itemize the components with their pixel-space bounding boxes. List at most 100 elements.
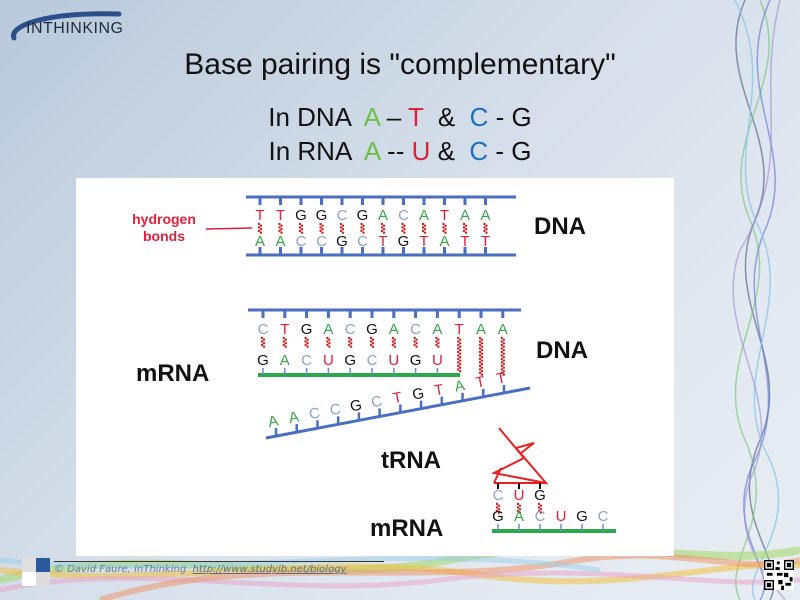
base-c: C xyxy=(308,404,322,423)
hydrogen-bond-dot xyxy=(459,370,462,373)
hydrogen-bond-dot xyxy=(403,228,406,231)
hydrogen-bond-dot xyxy=(280,228,283,231)
hydrogen-bond-dot xyxy=(500,361,503,364)
hydrogen-bond-dot xyxy=(495,506,499,509)
hydrogen-bond-dot xyxy=(278,229,281,233)
hydrogen-bond-dot xyxy=(360,229,363,233)
hydrogen-bond-dot xyxy=(401,222,404,226)
hydrogen-bond-dot xyxy=(457,340,460,343)
hydrogen-bond-dot xyxy=(462,226,466,229)
hydrogen-bond-dot xyxy=(413,340,416,343)
base-a: A xyxy=(323,321,333,338)
base-g: G xyxy=(336,233,348,250)
hydrogen-bond-dot xyxy=(362,231,365,234)
base-a: A xyxy=(514,508,524,525)
footer-link[interactable]: http://www.studyib.net/biology xyxy=(192,564,347,575)
hydrogen-bond-dot xyxy=(280,224,283,227)
hydrogen-bond-dot xyxy=(442,226,445,229)
base-c: C xyxy=(301,352,312,369)
qr-code-icon[interactable] xyxy=(764,560,794,590)
hydrogen-bond-dot xyxy=(480,359,484,362)
hydrogen-bond-dot xyxy=(421,222,425,226)
hydrogen-bond-dot xyxy=(539,511,543,514)
hydrogen-bond-dot xyxy=(478,336,482,340)
base-c: C xyxy=(493,487,504,504)
rule-sep: – xyxy=(379,102,408,132)
hydrogen-bond-dot xyxy=(371,338,375,341)
hydrogen-bond-dot xyxy=(462,229,466,233)
hydrogen-bond-dot xyxy=(480,338,484,341)
hydrogen-bond-dot xyxy=(457,336,460,340)
hydrogen-bond-dot xyxy=(393,338,396,341)
hydrogen-bond-dot xyxy=(393,342,396,345)
hydrogen-bond-dot xyxy=(478,371,482,375)
hydrogen-bond-dot xyxy=(413,343,416,347)
hydrogen-bond-dot xyxy=(478,347,482,350)
base-u: U xyxy=(432,352,443,369)
base-g: G xyxy=(295,207,307,224)
hydrogen-bond-dot xyxy=(339,226,343,229)
hydrogen-bond-dot xyxy=(495,509,499,513)
base-a: A xyxy=(498,321,508,338)
hydrogen-bond-dot xyxy=(485,231,488,234)
hydrogen-bond-dot xyxy=(341,224,345,227)
hydrogen-bond-dot xyxy=(280,231,283,234)
hydrogen-bond-dot xyxy=(319,222,322,226)
hydrogen-bond-dot xyxy=(537,506,541,509)
hydrogen-bond-dot xyxy=(348,340,351,343)
base-c: C xyxy=(410,321,421,338)
hydrogen-bond-dot xyxy=(423,228,427,231)
hydrogen-bond-dot xyxy=(339,222,343,226)
hydrogen-bond-dot xyxy=(459,338,462,341)
hydrogen-bond-dot xyxy=(444,228,447,231)
hydrogen-bond-dot xyxy=(423,224,427,227)
coding-backbone xyxy=(265,386,531,440)
hydrogen-bond-dot xyxy=(483,226,486,229)
hydrogen-bond-dot xyxy=(262,342,266,345)
hydrogen-bond-dot xyxy=(260,340,264,343)
hydrogen-bond-dot xyxy=(300,231,304,234)
hydrogen-bond-dot xyxy=(401,229,404,233)
hydrogen-bond-dot xyxy=(457,368,460,371)
hydrogen-bond-dot xyxy=(421,229,425,233)
hydrogen-bond-dot xyxy=(401,226,404,229)
hydrogen-bond-dot xyxy=(500,340,503,343)
hydrogen-bond-dot xyxy=(539,508,543,511)
hydrogen-bond-dot xyxy=(502,373,505,376)
hydrogen-bond-dot xyxy=(282,336,285,340)
base-c: C xyxy=(367,352,378,369)
logo-text: INTHINKING xyxy=(26,20,124,37)
hydrogen-bond-dot xyxy=(459,345,462,348)
hydrogen-bond-dot xyxy=(500,364,503,368)
hydrogen-bond-dot xyxy=(369,343,373,347)
base-c: C xyxy=(296,233,307,250)
hydrogen-bond-dot xyxy=(502,338,505,341)
base-u: U xyxy=(388,352,399,369)
base-c: C xyxy=(398,207,409,224)
base-t: T xyxy=(419,233,428,250)
hydrogen-bond-dot xyxy=(500,357,503,361)
base-a: A xyxy=(363,136,380,166)
hydrogen-bond-dot xyxy=(423,231,427,234)
hydrogen-bond-dot xyxy=(480,370,484,373)
hydrogen-bond-dot xyxy=(435,343,438,347)
hydrogen-bond-dot xyxy=(502,370,505,373)
hydrogen-bond-dot xyxy=(262,338,266,341)
base-a: A xyxy=(460,207,470,224)
hydrogen-bond-dot xyxy=(321,231,324,234)
hydrogen-bond-dot xyxy=(348,336,351,340)
hydrogen-bond-dot xyxy=(284,345,287,348)
hydrogen-bond-dot xyxy=(306,338,309,341)
hydrogen-bond-dot xyxy=(259,224,263,227)
footer-credit: © David Faure, InThinking http://www.stu… xyxy=(54,564,346,575)
slide-title: Base pairing is "complementary" xyxy=(184,48,616,81)
hydrogen-bond-dot xyxy=(319,226,322,229)
base-c: C xyxy=(328,400,342,419)
hydrogen-bond-dot xyxy=(478,361,482,364)
inthinking-logo-icon xyxy=(11,11,122,41)
base-t: T xyxy=(255,207,264,224)
hydrogen-bond-dot xyxy=(339,229,343,233)
hydrogen-bond-dot xyxy=(326,336,329,340)
hydrogen-bond-dot xyxy=(360,222,363,226)
base-c: C xyxy=(258,321,269,338)
